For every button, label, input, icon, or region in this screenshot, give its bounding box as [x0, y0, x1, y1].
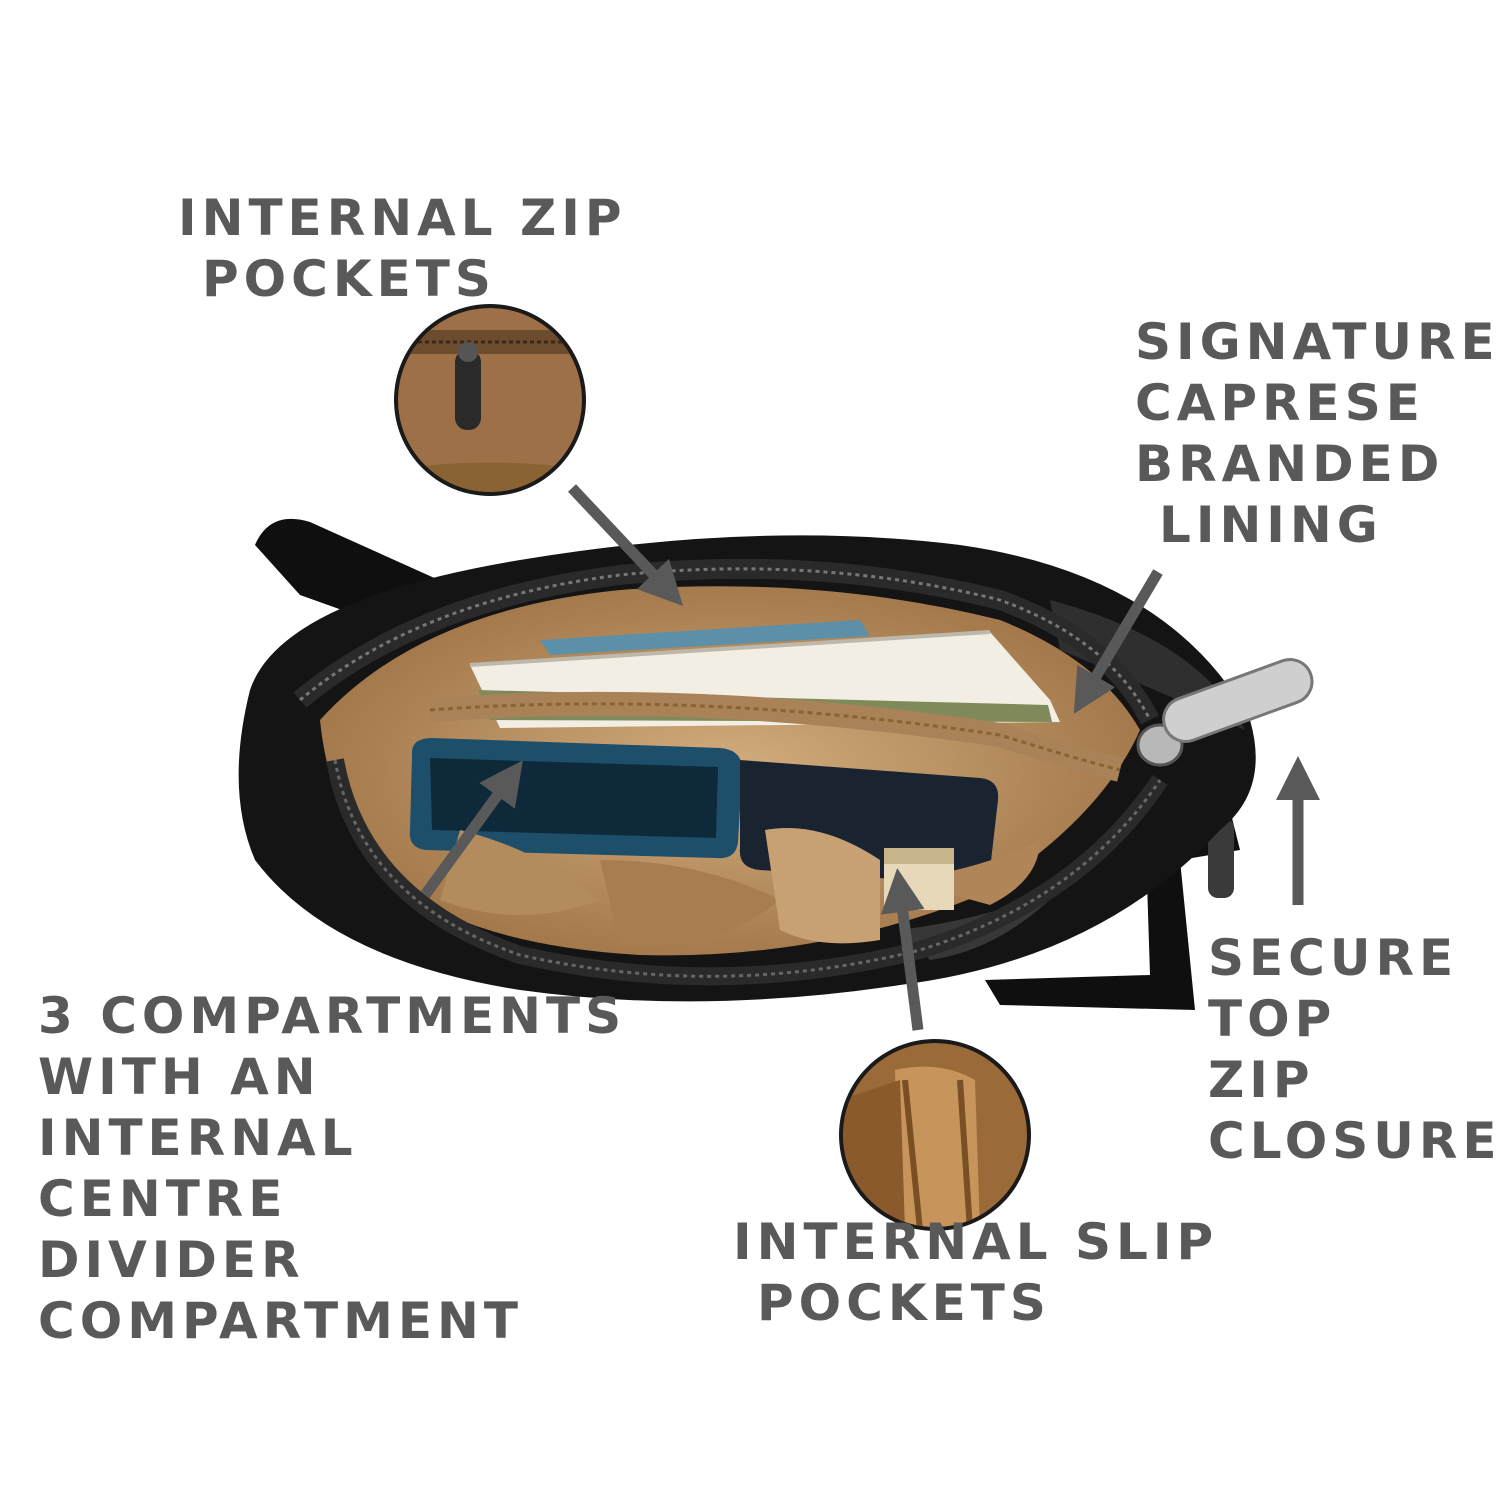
arrow-signature-lining — [1073, 569, 1163, 714]
internal-zip-pockets-label: INTERNAL ZIP POCKETS — [178, 189, 627, 308]
arrow-internal-zip — [567, 484, 684, 607]
slip-pockets-label: INTERNAL SLIP POCKETS — [733, 1213, 1219, 1332]
signature-lining-label: SIGNATURE CAPRESE BRANDED LINING — [1135, 313, 1500, 554]
open-sling-bag-photo — [238, 518, 1314, 1010]
arrow-compartments — [420, 760, 523, 899]
compartments-label: 3 COMPARTMENTS WITH AN INTERNAL CENTRE D… — [38, 987, 627, 1350]
zip-puller-icon — [1136, 658, 1314, 767]
arrow-slip-pockets — [880, 868, 925, 1031]
slip-pocket-closeup-icon — [839, 1039, 1031, 1231]
zip-pocket-closeup-icon — [394, 304, 586, 496]
top-zip-closure-label: SECURE TOP ZIP CLOSURE — [1208, 929, 1500, 1170]
